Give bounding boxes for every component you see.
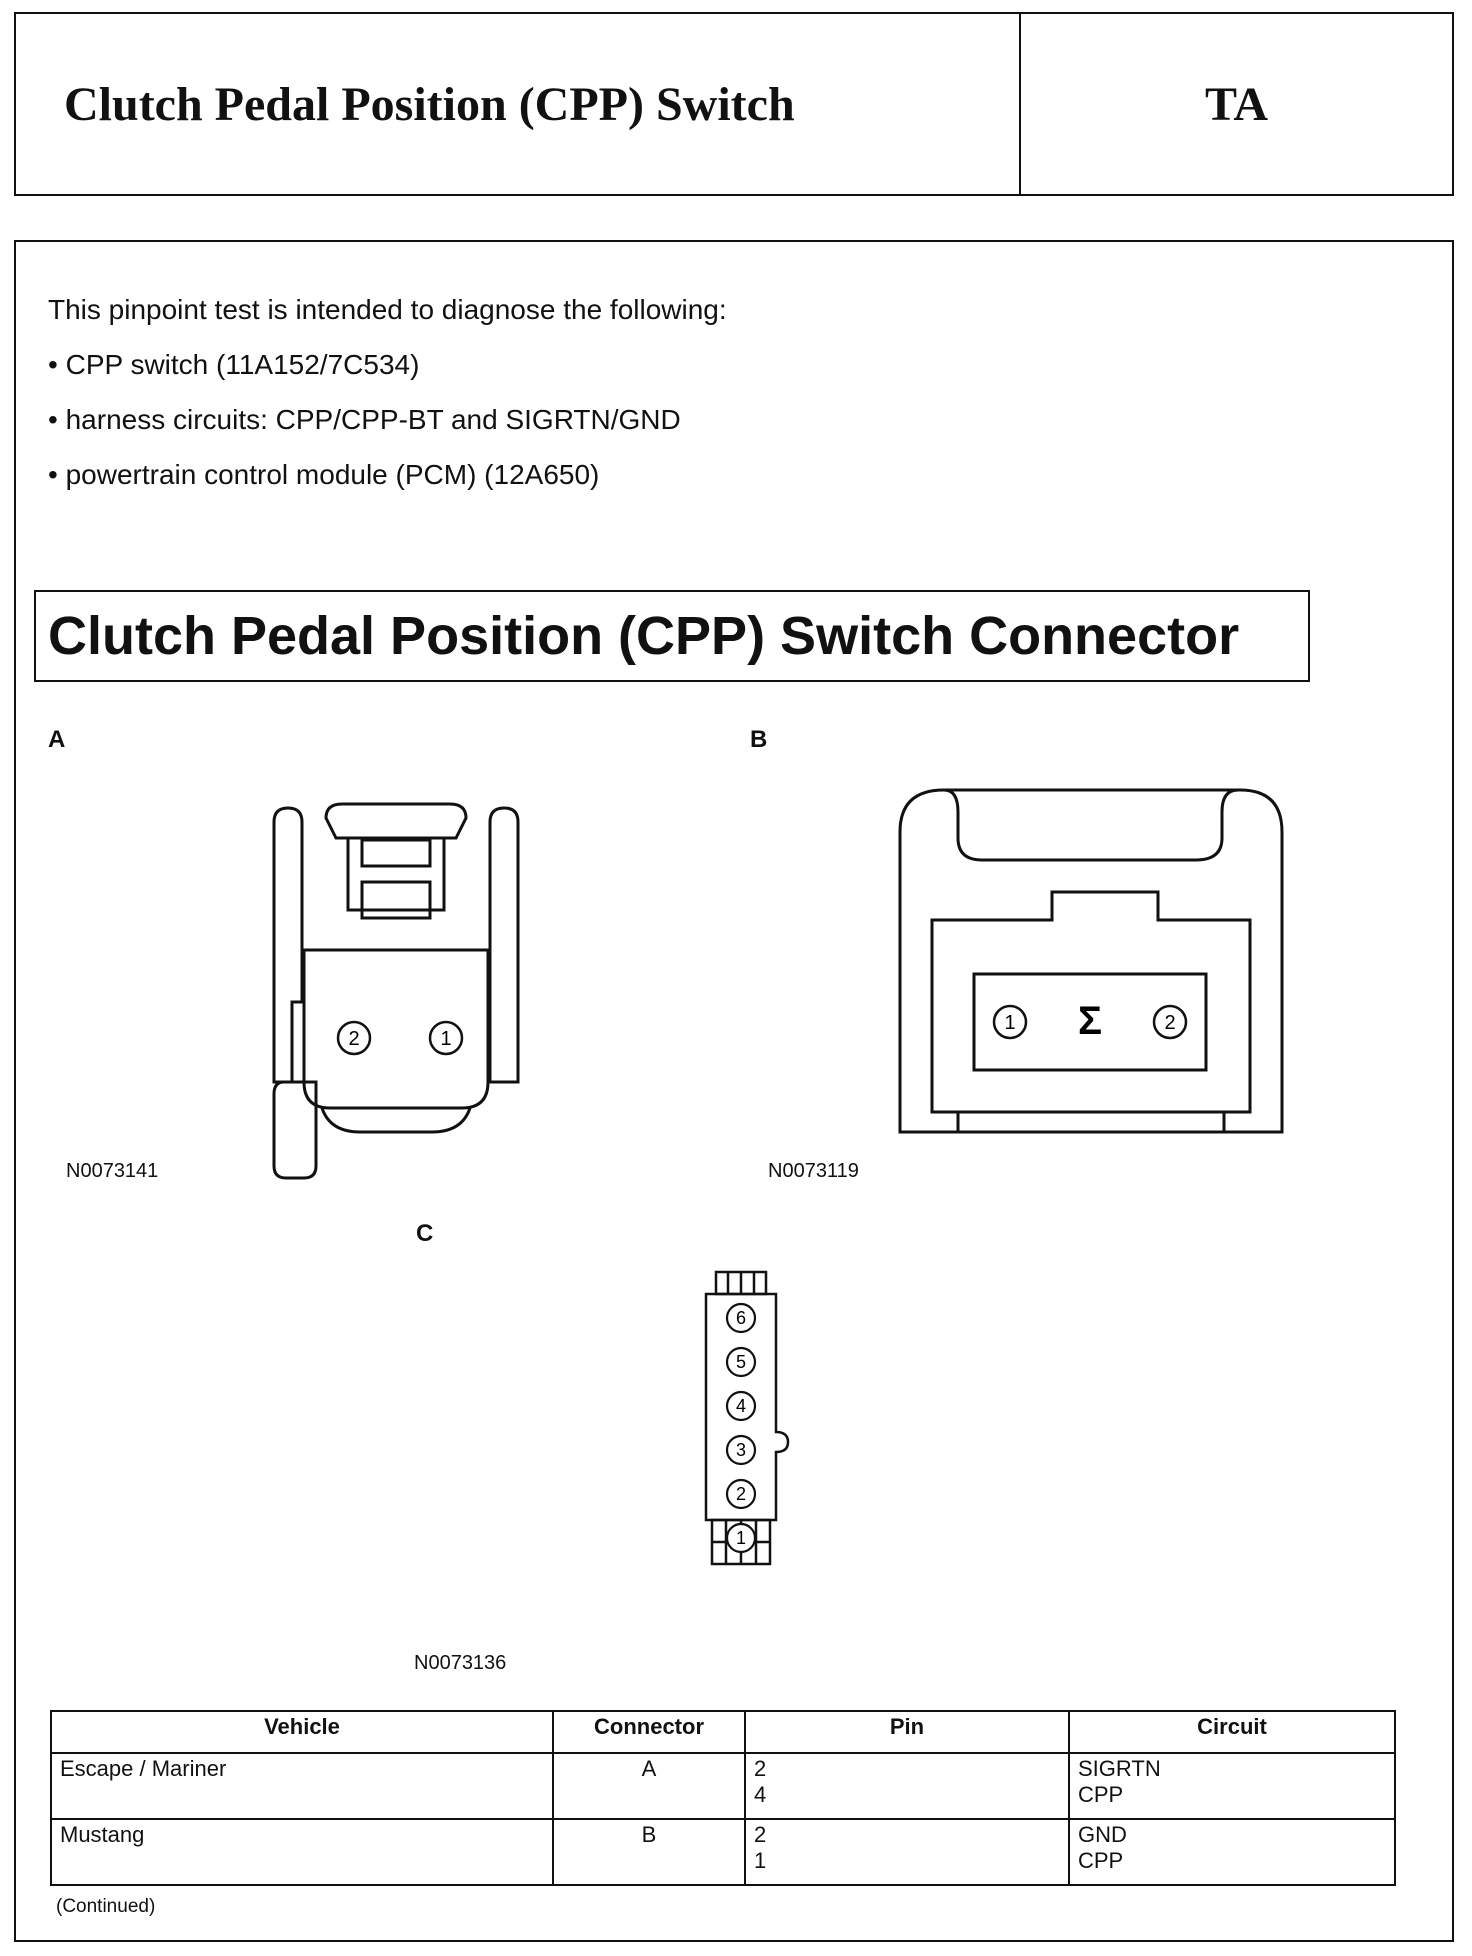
pin-table: Vehicle Connector Pin Circuit Escape / M… <box>50 1710 1396 1886</box>
cell-connector: A <box>552 1752 746 1820</box>
pin-circle <box>1152 1004 1188 1040</box>
pin-circle <box>725 1522 757 1554</box>
cell-vehicle: Mustang <box>50 1818 554 1886</box>
pin-circle <box>428 1020 464 1056</box>
cell-circuits: SIGRTN CPP <box>1068 1752 1396 1820</box>
pin-circle <box>725 1434 757 1466</box>
view-b-label: B <box>750 726 768 753</box>
connector-a-diagram: 2 1 <box>272 802 520 1180</box>
intro-item: CPP switch (11A152/7C534) <box>48 337 727 392</box>
pin-circle <box>725 1478 757 1510</box>
intro-lead: This pinpoint test is intended to diagno… <box>48 294 727 325</box>
pin-value: 4 <box>754 1782 767 1807</box>
table-row: Mustang B 2 1 GND CPP <box>50 1818 1396 1886</box>
intro-list: CPP switch (11A152/7C534) harness circui… <box>48 337 727 502</box>
pin-label: 5 <box>736 1352 746 1372</box>
continued-note: (Continued) <box>56 1896 156 1917</box>
column-header-circuit: Circuit <box>1068 1710 1396 1754</box>
pin-label: 1 <box>736 1528 746 1548</box>
pin-circle <box>725 1302 757 1334</box>
cell-circuits: GND CPP <box>1068 1818 1396 1886</box>
circuit-value: CPP <box>1078 1848 1124 1873</box>
cell-pins: 2 1 <box>744 1818 1070 1886</box>
pin-label: 2 <box>348 1028 359 1050</box>
pin-label: 6 <box>736 1308 746 1328</box>
pin-label: 1 <box>440 1028 451 1050</box>
column-header-pin: Pin <box>744 1710 1070 1754</box>
page-title: Clutch Pedal Position (CPP) Switch <box>16 14 1021 194</box>
connector-section-title: Clutch Pedal Position (CPP) Switch Conne… <box>34 590 1310 682</box>
circuit-value: GND <box>1078 1822 1127 1847</box>
column-header-vehicle: Vehicle <box>50 1710 554 1754</box>
sigma-marker: Σ <box>1078 999 1102 1043</box>
connector-c-body <box>704 1292 790 1522</box>
pin-value: 1 <box>754 1848 767 1873</box>
pin-circle <box>725 1390 757 1422</box>
connector-b-terminal-block <box>972 972 1208 1072</box>
view-a-label: A <box>48 726 66 753</box>
connector-b-body <box>930 890 1252 1114</box>
section-code: TA <box>1204 77 1269 131</box>
pin-label: 2 <box>1164 1012 1175 1034</box>
header-box: Clutch Pedal Position (CPP) Switch TA <box>14 12 1454 196</box>
cell-connector: B <box>552 1818 746 1886</box>
connector-b-diagram: 1 Σ 2 <box>898 788 1284 1134</box>
figure-code-a: N0073141 <box>66 1160 159 1182</box>
table-row: Escape / Mariner A 2 4 SIGRTN CPP <box>50 1752 1396 1820</box>
intro-item: powertrain control module (PCM) (12A650) <box>48 447 727 502</box>
circuit-value: SIGRTN <box>1078 1756 1161 1781</box>
connector-a-body <box>302 948 490 1110</box>
intro: This pinpoint test is intended to diagno… <box>48 282 727 502</box>
cell-pins: 2 4 <box>744 1752 1070 1820</box>
circuit-value: CPP <box>1078 1782 1124 1807</box>
column-header-connector: Connector <box>552 1710 746 1754</box>
pin-label: 3 <box>736 1440 746 1460</box>
connector-a-latch-left <box>272 806 304 1084</box>
pin-label: 2 <box>736 1484 746 1504</box>
connector-b-shell <box>898 788 1284 1134</box>
table-header-row: Vehicle Connector Pin Circuit <box>50 1710 1396 1754</box>
cell-vehicle: Escape / Mariner <box>50 1752 554 1820</box>
connector-c-diagram: 6 5 4 3 2 1 <box>704 1270 790 1566</box>
view-c-label: C <box>416 1220 434 1247</box>
connector-a-top-cap <box>324 802 468 840</box>
pin-circle <box>992 1004 1028 1040</box>
pin-circle <box>336 1020 372 1056</box>
pin-circle <box>725 1346 757 1378</box>
pin-value: 2 <box>754 1756 767 1781</box>
pin-value: 2 <box>754 1822 767 1847</box>
main-content: This pinpoint test is intended to diagno… <box>14 240 1454 1942</box>
connector-a-foot <box>272 1080 318 1180</box>
figure-code-b: N0073119 <box>768 1160 859 1182</box>
intro-item: harness circuits: CPP/CPP-BT and SIGRTN/… <box>48 392 727 447</box>
pin-label: 4 <box>736 1396 746 1416</box>
connector-a-lock-tab <box>360 838 432 868</box>
connector-a-latch-right <box>488 806 520 1084</box>
figure-code-c: N0073136 <box>414 1652 507 1674</box>
pin-label: 1 <box>1004 1012 1015 1034</box>
connector-a-window <box>360 880 432 920</box>
